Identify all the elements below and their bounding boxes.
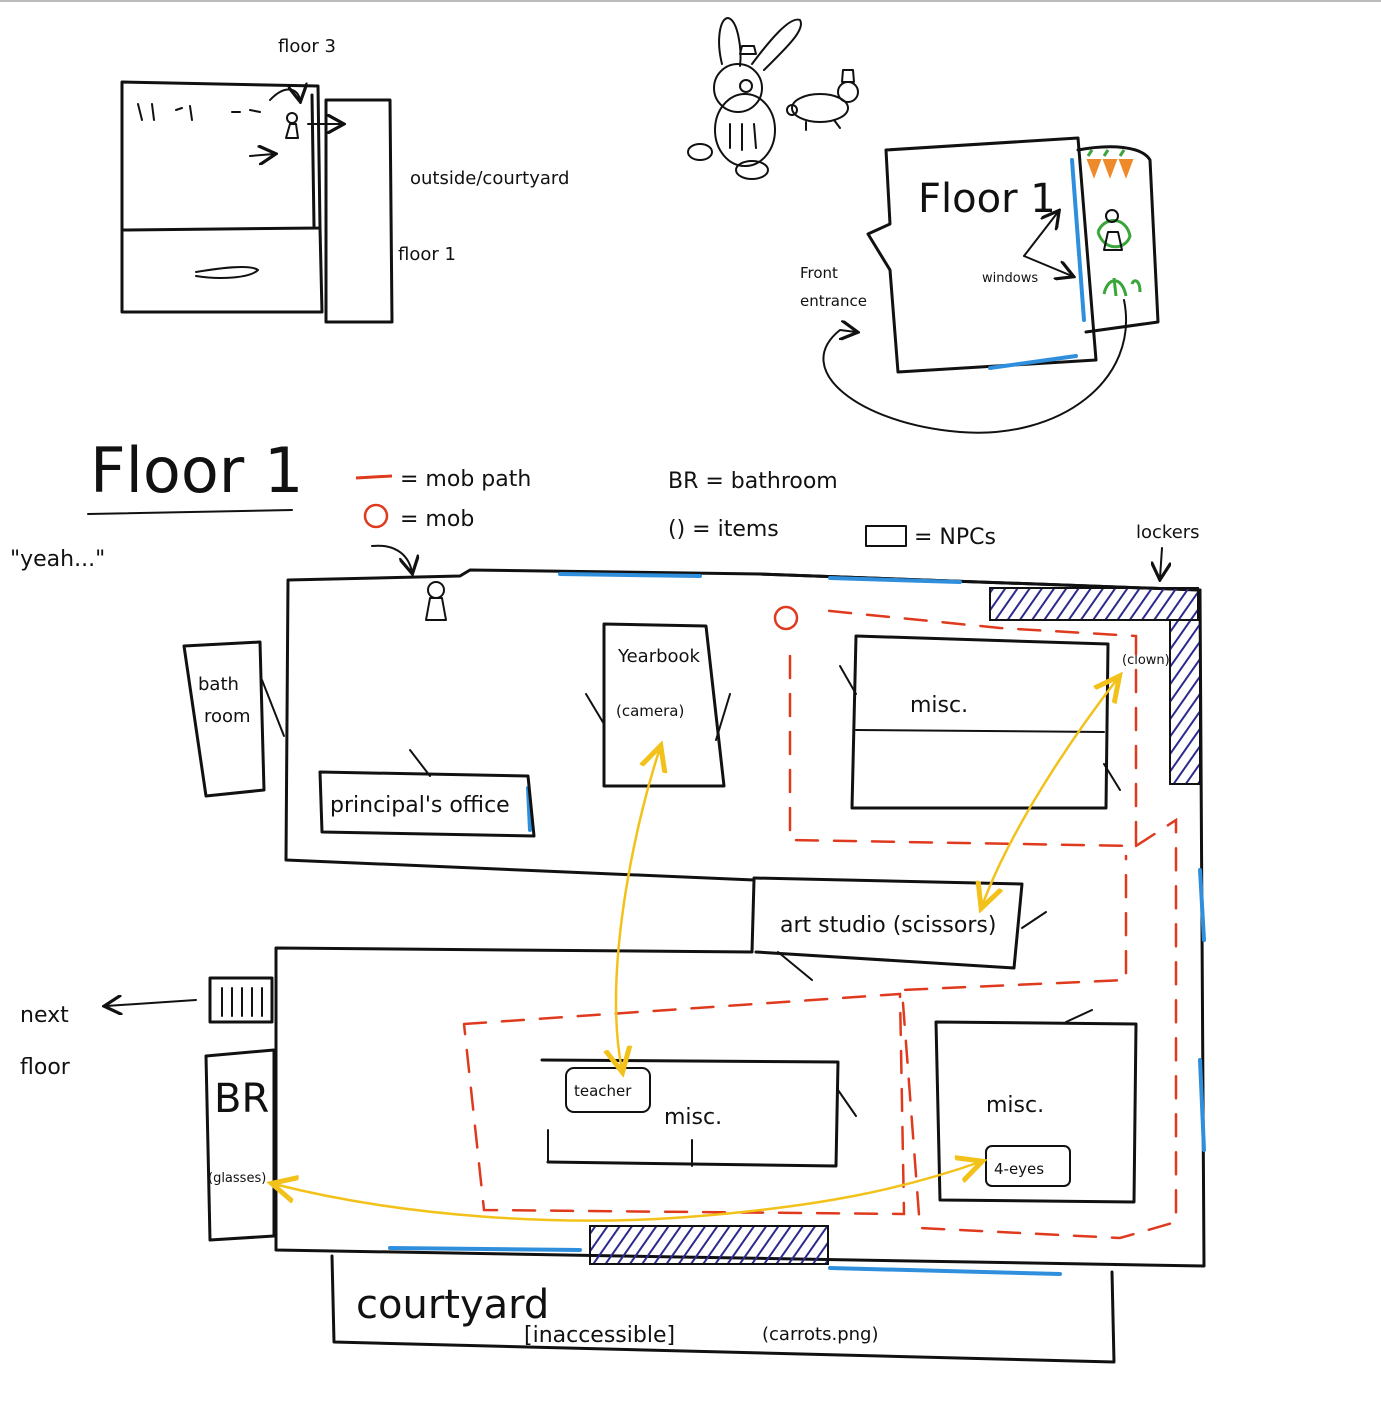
room-misc-top: misc. [839,634,1121,810]
stairs-next-floor[interactable]: next floor [20,976,274,1080]
front-entrance-label-2: entrance [800,292,867,310]
teacher-npc: teacher [574,1082,632,1100]
mob-path-lower [462,992,906,1216]
mob-path-upper [788,608,1178,1240]
floor1-small-label: floor 1 [398,244,456,265]
legend-mob: = mob [400,507,474,532]
overview-floor-title: Floor 1 [918,176,1056,222]
lockers-label: lockers [1136,522,1200,543]
legend-mob-icon [363,503,389,529]
main-header: Floor 1 "yeah..." = mob path = mob BR = … [10,434,1200,578]
misc-right-label: misc. [986,1093,1044,1118]
misc-top-label: misc. [910,693,968,718]
art-studio-label: art studio (scissors) [780,913,996,938]
main-title: Floor 1 [90,434,303,507]
legend-br: BR = bathroom [668,469,838,494]
room-art-studio: art studio (scissors) [752,876,1047,981]
quote-text: "yeah..." [10,547,105,572]
room-courtyard: courtyard [inaccessible] (carrots.png) [330,1254,1116,1364]
bathroom-label-1: bath [198,674,239,695]
legend-npcs: = NPCs [914,525,996,550]
next-floor-label-1: next [20,1003,69,1028]
floor3-sketch: floor 3 outside/courtyard floor 1 [120,36,569,324]
carrots-item: (carrots.png) [762,1324,879,1345]
front-entrance-label-1: Front [800,264,838,282]
yearbook-label: Yearbook [617,646,701,667]
room-bathroom: bath room [182,640,285,798]
next-floor-label-2: floor [20,1055,71,1080]
bunny-doodle-icon [687,17,802,180]
outside-courtyard-label: outside/courtyard [410,168,569,189]
windows-label: windows [982,271,1038,286]
link-glasses-four-eyes [274,1162,980,1222]
floor3-label: floor 3 [278,36,336,57]
legend-mob-path: = mob path [400,467,531,492]
misc-center-label: misc. [664,1105,722,1130]
bathroom-label-2: room [204,706,251,727]
floor1-overview-sketch: Floor 1 Front entrance windows [800,136,1160,434]
lockers-area [989,587,1201,785]
floor-plan: bath room principal's office Yearbook (c… [20,568,1206,1364]
room-br: BR (glasses) [204,1048,276,1242]
br-label: BR [214,1076,269,1122]
hatched-barrier [589,1225,829,1265]
courtyard-label: courtyard [356,1282,549,1328]
room-misc-right: misc. 4-eyes [934,1009,1138,1204]
legend-npc-box [865,525,907,547]
room-principals-office: principal's office [318,749,536,838]
camera-item: (camera) [616,702,684,720]
link-clown-scissors [982,678,1118,906]
legend-items: () = items [668,517,779,542]
principals-office-label: principal's office [330,793,510,818]
room-yearbook: Yearbook (camera) [585,622,731,788]
principal-npc-icon [425,581,447,621]
link-camera-teacher [616,748,660,1070]
glasses-item: (glasses) [208,1171,266,1186]
four-eyes-npc: 4-eyes [994,1160,1044,1178]
clown-item: (clown) [1122,653,1170,668]
small-bunny-doodle-icon [786,69,859,131]
mob-icon [773,605,799,631]
courtyard-inaccessible: [inaccessible] [524,1323,675,1348]
room-misc-center: teacher misc. [540,1058,857,1168]
